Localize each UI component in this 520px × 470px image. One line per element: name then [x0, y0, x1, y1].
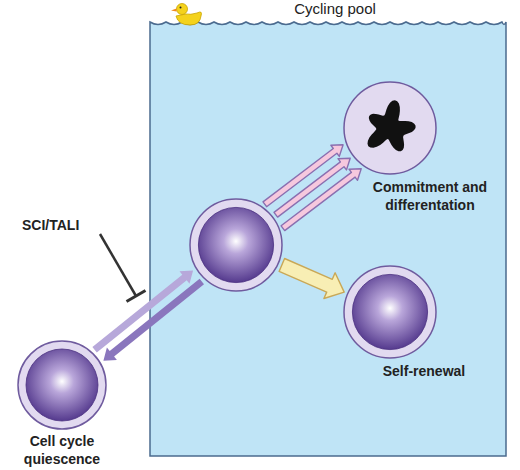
cell-outline — [189, 198, 283, 292]
cell-nucleus — [352, 274, 427, 349]
pool-title: Cycling pool — [150, 0, 506, 18]
cell-label: Commitment and differentation — [360, 178, 500, 214]
cell-label: Cell cycle quiescence — [2, 432, 122, 468]
cell-membrane — [190, 199, 282, 291]
regulator-label: SCI/TALI — [22, 216, 79, 234]
cell-outline — [17, 340, 107, 430]
cell-membrane — [18, 341, 106, 429]
transition-arrow — [92, 271, 193, 353]
cell-nucleus — [198, 207, 273, 282]
cell-outline — [343, 81, 437, 175]
transition-arrow — [103, 279, 204, 361]
cycling-pool: Cycling poolCommitment and differentatio… — [150, 0, 506, 458]
cell-nucleus — [26, 349, 98, 421]
rubber-duck — [171, 4, 202, 26]
transition-arrow — [263, 145, 343, 207]
pool-fill — [150, 22, 506, 456]
transition-arrow — [281, 169, 361, 231]
cell-membrane — [344, 82, 436, 174]
cell-label: Self-renewal — [354, 362, 494, 380]
transition-arrow — [274, 158, 350, 217]
cell-node: Self-renewal — [343, 265, 437, 359]
lobed-nucleus — [368, 100, 416, 151]
cell-outline — [343, 265, 437, 359]
cell-node: Cell cycle quiescence — [17, 340, 107, 430]
transition-arrow — [279, 259, 344, 299]
cell-node — [189, 198, 283, 292]
cell-membrane — [344, 266, 436, 358]
inhibition-symbol — [100, 234, 146, 302]
cell-node: Commitment and differentation — [343, 81, 437, 175]
